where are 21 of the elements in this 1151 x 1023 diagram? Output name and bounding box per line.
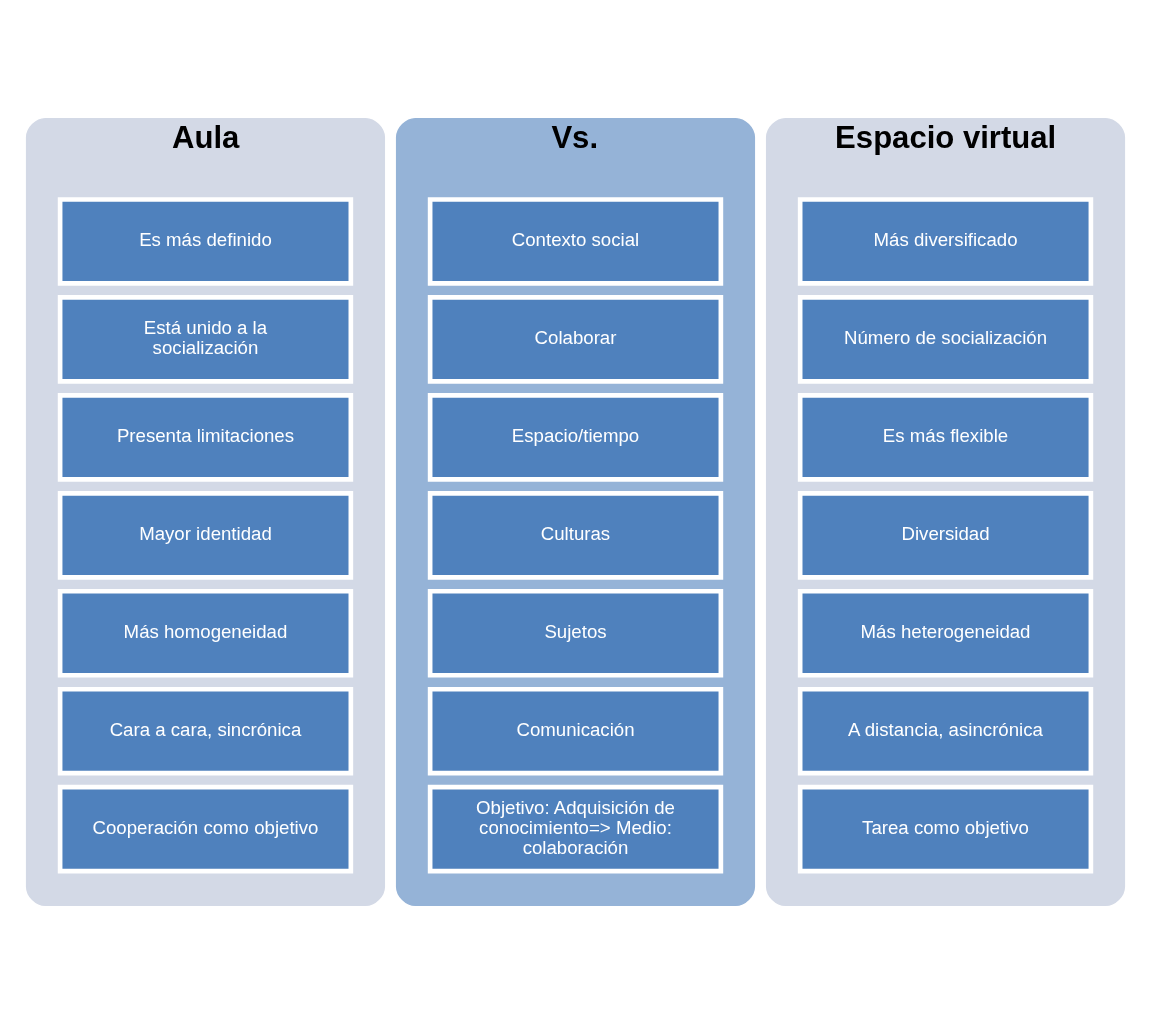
node-box: Cara a cara, sincrónica: [57, 686, 354, 776]
node-box: Cooperación como objetivo: [57, 784, 354, 873]
node-box: Más heterogeneidad: [797, 588, 1094, 678]
node-box: Espacio/tiempo: [427, 392, 724, 482]
node-box: Contexto social: [427, 196, 724, 286]
node-box: Es más flexible: [797, 392, 1094, 482]
node-box: Comunicación: [427, 686, 724, 776]
node-box: A distancia, asincrónica: [797, 686, 1094, 776]
node-box: Más homogeneidad: [57, 588, 354, 678]
node-box: Está unido a la socialización: [57, 294, 354, 384]
node-box: Mayor identidad: [57, 490, 354, 580]
node-box: Diversidad: [797, 490, 1094, 580]
node-box: Culturas: [427, 490, 724, 580]
node-box: Más diversificado: [797, 196, 1094, 286]
node-box: Es más definido: [57, 196, 354, 286]
node-box: Sujetos: [427, 588, 724, 678]
node-box: Objetivo: Adquisición de conocimiento=> Medio: colaboración: [427, 784, 724, 873]
node-box: Tarea como objetivo: [797, 784, 1094, 873]
node-box: Número de socialización: [797, 294, 1094, 384]
node-box: Presenta limitaciones: [57, 392, 354, 482]
node-box: Colaborar: [427, 294, 724, 384]
